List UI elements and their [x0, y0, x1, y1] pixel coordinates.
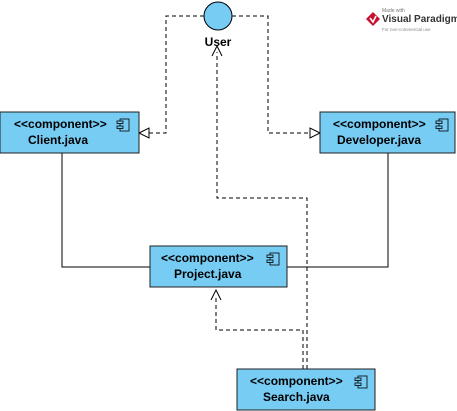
component-icon: [266, 252, 280, 266]
component-icon: [116, 118, 130, 132]
component-stereotype: <<component>>: [250, 374, 343, 388]
association-developer-project: [287, 153, 389, 268]
component-icon: [435, 118, 449, 132]
component-client-box: [0, 111, 140, 154]
component-icon: [354, 375, 368, 389]
component-project[interactable]: <<component>> Project.java: [149, 245, 288, 288]
component-name: Client.java: [28, 133, 88, 147]
actor-head: [203, 1, 233, 31]
component-stereotype: <<component>>: [14, 117, 107, 131]
component-search-box: [236, 368, 376, 411]
arrowhead-client: [137, 127, 150, 139]
actor-user[interactable]: User: [203, 1, 233, 49]
dependency-user-client: [149, 15, 204, 134]
component-developer-box: [319, 111, 456, 154]
component-client[interactable]: <<component>> Client.java: [0, 111, 140, 154]
component-name: Developer.java: [337, 133, 421, 147]
component-stereotype: <<component>>: [161, 251, 254, 265]
component-search[interactable]: <<component>> Search.java: [236, 368, 376, 411]
component-name: Project.java: [174, 267, 242, 281]
component-name: Search.java: [263, 390, 330, 404]
watermark-tagline: For non-commercial use: [382, 27, 431, 32]
actor-label: User: [205, 35, 232, 49]
component-developer[interactable]: <<component>> Developer.java: [319, 111, 456, 154]
watermark: Made with Visual Paradigm For non-commer…: [362, 6, 457, 36]
watermark-brand: Visual Paradigm: [382, 14, 457, 25]
dependency-user-developer: [232, 15, 310, 134]
arrowhead-developer: [309, 127, 322, 139]
watermark-made-with: Made with: [382, 8, 405, 14]
component-stereotype: <<component>>: [333, 117, 426, 131]
arrowhead-user: [211, 44, 223, 57]
dependency-search-user: [216, 52, 308, 369]
dependency-search-project: [215, 295, 304, 369]
visual-paradigm-logo-icon: [366, 12, 380, 26]
arrowhead-project: [210, 288, 222, 301]
association-client-project: [61, 153, 150, 268]
component-project-box: [149, 245, 288, 288]
